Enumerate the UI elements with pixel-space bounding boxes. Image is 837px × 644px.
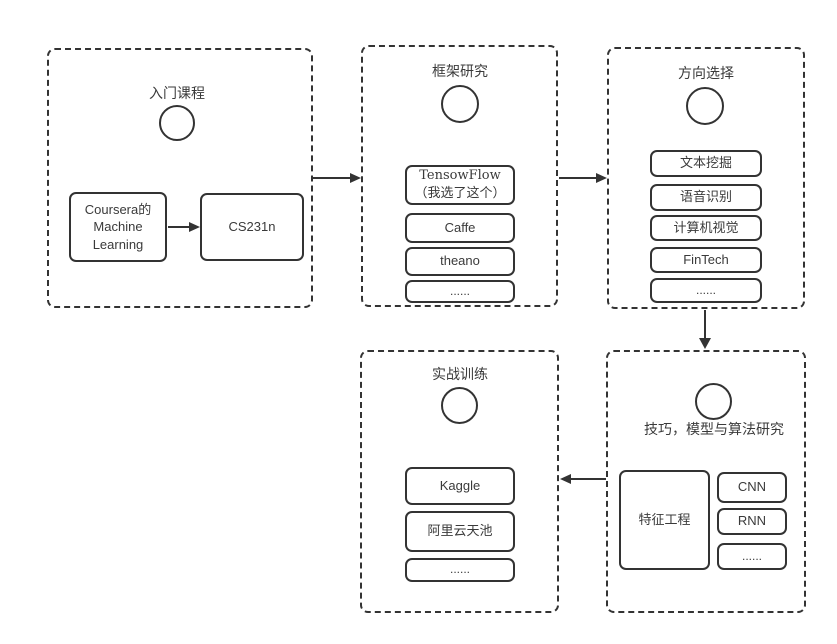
- node-aliyun-tianchi: 阿里云天池: [405, 511, 515, 552]
- arrow-direction-to-skills-head: [699, 338, 711, 349]
- node-practice-more: ......: [405, 558, 515, 582]
- arrow-framework-to-direction-line: [559, 177, 597, 179]
- framework-circle-marker: [441, 85, 479, 123]
- arrow-intro-to-framework-head: [350, 173, 361, 183]
- skills-circle-marker: [695, 383, 732, 420]
- panel-framework-research: [361, 45, 558, 307]
- stage-title-skills: 技巧，模型与算法研究: [644, 421, 784, 437]
- node-caffe: Caffe: [405, 213, 515, 243]
- stage-title-direction: 方向选择: [678, 65, 734, 81]
- node-theano: theano: [405, 247, 515, 276]
- arrow-intro-to-framework-line: [313, 177, 351, 179]
- node-rnn: RNN: [717, 508, 787, 535]
- panel-skills-models-algorithms: [606, 350, 806, 613]
- arrow-coursera-to-cs231n-line: [168, 226, 190, 228]
- node-cs231n: CS231n: [200, 193, 304, 261]
- panel-intro-courses: [47, 48, 313, 308]
- tensorflow-line2: （我选了这个）: [414, 186, 506, 201]
- practice-circle-marker: [441, 387, 478, 424]
- tensorflow-line1: TensowFlow: [419, 168, 501, 184]
- node-direction-more: ......: [650, 278, 762, 303]
- arrow-coursera-to-cs231n-head: [189, 222, 200, 232]
- node-text-mining: 文本挖掘: [650, 150, 762, 177]
- node-fintech: FinTech: [650, 247, 762, 273]
- stage-title-intro: 入门课程: [149, 85, 205, 101]
- arrow-direction-to-skills-line: [704, 310, 706, 338]
- node-feature-engineering: 特征工程: [619, 470, 710, 570]
- node-cnn: CNN: [717, 472, 787, 503]
- coursera-line1: Coursera的: [84, 201, 152, 217]
- arrow-skills-to-practice-line: [570, 478, 606, 480]
- arrow-skills-to-practice-head: [560, 474, 571, 484]
- intro-circle-marker: [159, 105, 195, 141]
- panel-direction-selection: [607, 47, 805, 309]
- coursera-line2: Machine: [93, 219, 143, 235]
- stage-title-framework: 框架研究: [432, 63, 488, 79]
- panel-practical-training: [360, 350, 559, 613]
- node-framework-more: ......: [405, 280, 515, 303]
- arrow-framework-to-direction-head: [596, 173, 607, 183]
- node-tensorflow: TensowFlow （我选了这个）: [405, 165, 515, 205]
- coursera-line3: Learning: [92, 236, 144, 252]
- node-coursera-ml: Coursera的 Machine Learning: [69, 192, 167, 262]
- direction-circle-marker: [686, 87, 724, 125]
- node-speech-recognition: 语音识别: [650, 184, 762, 211]
- stage-title-practice: 实战训练: [432, 366, 488, 382]
- node-computer-vision: 计算机视觉: [650, 215, 762, 241]
- node-kaggle: Kaggle: [405, 467, 515, 505]
- node-skills-more: ......: [717, 543, 787, 570]
